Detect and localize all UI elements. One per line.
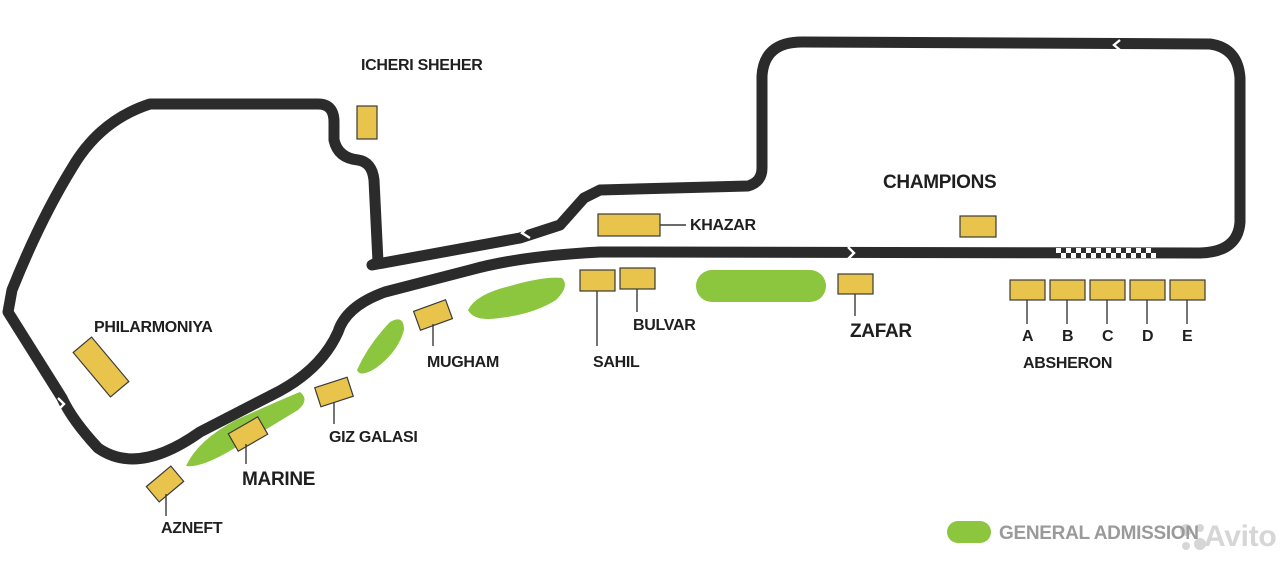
start-finish-line bbox=[1056, 248, 1156, 258]
label-zafar: ZAFAR bbox=[850, 321, 912, 342]
checker-square bbox=[1061, 248, 1066, 253]
checker-square bbox=[1111, 248, 1116, 253]
general-admission-zones bbox=[186, 270, 826, 467]
label-mugham: MUGHAM bbox=[427, 354, 499, 371]
checker-square bbox=[1121, 248, 1126, 253]
grandstand-bulvar[interactable] bbox=[619, 267, 656, 290]
checker-square bbox=[1146, 248, 1151, 253]
grandstand-sahil[interactable] bbox=[579, 269, 616, 292]
grandstand-absheron-b[interactable] bbox=[1049, 279, 1086, 301]
direction-arrow-icon bbox=[1112, 39, 1121, 51]
checker-square bbox=[1101, 253, 1106, 258]
checker-square bbox=[1086, 253, 1091, 258]
legend-swatch bbox=[947, 521, 991, 543]
checker-square bbox=[1106, 248, 1111, 253]
legend-label: GENERAL ADMISSION bbox=[999, 523, 1199, 544]
direction-arrow-icon bbox=[847, 246, 856, 260]
checker-square bbox=[1086, 248, 1091, 253]
checker-square bbox=[1091, 253, 1096, 258]
label-icheri-sheher: ICHERI SHEHER bbox=[361, 57, 483, 74]
checker-square bbox=[1116, 253, 1121, 258]
checker-square bbox=[1061, 253, 1066, 258]
checker-square bbox=[1056, 253, 1061, 258]
checker-square bbox=[1151, 248, 1156, 253]
leader-lines bbox=[165, 224, 1188, 516]
checker-square bbox=[1141, 253, 1146, 258]
label-philarmoniya: PHILARMONIYA bbox=[94, 319, 213, 336]
checker-square bbox=[1066, 253, 1071, 258]
direction-arrow-icon bbox=[520, 226, 531, 240]
label-absheron-a: A bbox=[1022, 328, 1034, 345]
checker-square bbox=[1076, 248, 1081, 253]
grandstand-mugham[interactable] bbox=[412, 299, 454, 331]
checker-square bbox=[1136, 253, 1141, 258]
grandstand-azneft[interactable] bbox=[145, 465, 185, 503]
checker-square bbox=[1091, 248, 1096, 253]
checker-square bbox=[1111, 253, 1116, 258]
grandstand-giz-galasi[interactable] bbox=[313, 376, 355, 408]
checker-square bbox=[1136, 248, 1141, 253]
checker-square bbox=[1096, 248, 1101, 253]
grandstand-khazar[interactable] bbox=[597, 213, 661, 237]
checker-square bbox=[1101, 248, 1106, 253]
checker-square bbox=[1131, 253, 1136, 258]
grandstand-absheron-a[interactable] bbox=[1009, 279, 1046, 301]
ga-zone-mugham-upper[interactable] bbox=[468, 277, 565, 319]
checker-square bbox=[1121, 253, 1126, 258]
label-absheron-c: C bbox=[1102, 328, 1114, 345]
ga-zone-bulvar[interactable] bbox=[696, 270, 826, 302]
grandstand-philarmoniya[interactable] bbox=[72, 336, 130, 398]
checker-square bbox=[1096, 253, 1101, 258]
grandstand-icheri-sheher[interactable] bbox=[356, 105, 378, 140]
label-champions: CHAMPIONS bbox=[883, 172, 997, 193]
label-khazar: KHAZAR bbox=[690, 217, 756, 234]
label-marine: MARINE bbox=[242, 469, 316, 490]
label-giz-galasi: GIZ GALASI bbox=[329, 429, 418, 446]
checker-square bbox=[1126, 253, 1131, 258]
checker-square bbox=[1106, 253, 1111, 258]
checker-square bbox=[1141, 248, 1146, 253]
checker-square bbox=[1116, 248, 1121, 253]
checker-square bbox=[1146, 253, 1151, 258]
label-absheron: ABSHERON bbox=[1023, 355, 1113, 372]
track-outline bbox=[2, 36, 1246, 465]
checker-square bbox=[1081, 253, 1086, 258]
checker-square bbox=[1056, 248, 1061, 253]
label-absheron-d: D bbox=[1142, 328, 1154, 345]
watermark-text: Avito bbox=[1204, 520, 1277, 553]
checker-square bbox=[1076, 253, 1081, 258]
grandstand-zafar[interactable] bbox=[837, 273, 874, 295]
checker-square bbox=[1071, 253, 1076, 258]
checker-square bbox=[1081, 248, 1086, 253]
direction-arrow-icon bbox=[57, 397, 66, 411]
grandstand-marine[interactable] bbox=[227, 416, 269, 452]
grandstand-absheron-c[interactable] bbox=[1089, 279, 1126, 301]
checker-square bbox=[1151, 253, 1156, 258]
label-absheron-b: B bbox=[1062, 328, 1074, 345]
label-azneft: AZNEFT bbox=[161, 520, 223, 537]
checker-square bbox=[1071, 248, 1076, 253]
grandstand-absheron-e[interactable] bbox=[1169, 279, 1206, 301]
ga-zone-mugham-lower[interactable] bbox=[357, 319, 404, 374]
grandstands bbox=[72, 105, 1206, 503]
checker-square bbox=[1066, 248, 1071, 253]
watermark-logo-icon bbox=[1180, 524, 1206, 550]
direction-markers bbox=[57, 39, 1121, 411]
checker-square bbox=[1131, 248, 1136, 253]
label-bulvar: BULVAR bbox=[633, 317, 696, 334]
grandstand-absheron-d[interactable] bbox=[1129, 279, 1166, 301]
label-sahil: SAHIL bbox=[593, 354, 640, 371]
grandstand-champions[interactable] bbox=[959, 215, 997, 238]
label-absheron-e: E bbox=[1182, 328, 1193, 345]
checker-square bbox=[1126, 248, 1131, 253]
